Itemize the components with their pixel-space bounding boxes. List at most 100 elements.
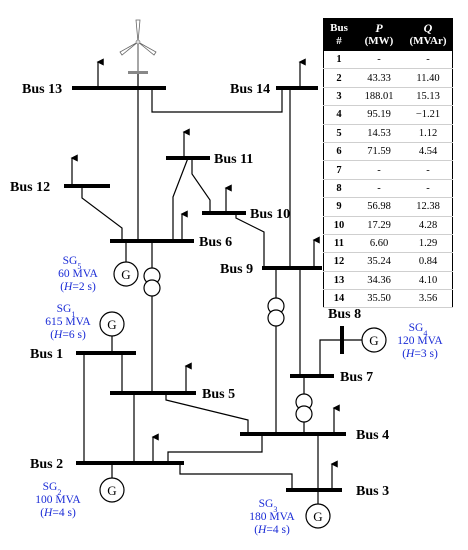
table-cell-bus: 8 <box>323 179 354 199</box>
table-cell-p: 95.19 <box>354 105 404 125</box>
table-cell-bus: 2 <box>323 68 354 88</box>
bus-6-label: Bus 6 <box>199 235 232 250</box>
table-cell-q: 1.12 <box>404 124 453 143</box>
load-arrows <box>70 58 340 490</box>
header-q: Q(MVAr) <box>404 18 453 51</box>
sg4-label: SG4 120 MVA (H=3 s) <box>397 322 443 360</box>
sg2-label: SG2 100 MVA (H=4 s) <box>35 481 81 519</box>
bus-14-label: Bus 14 <box>230 82 270 97</box>
svg-text:100 MVA: 100 MVA <box>35 494 81 506</box>
svg-text:SG4: SG4 <box>409 322 428 338</box>
table-cell-p: 71.59 <box>354 142 404 162</box>
svg-text:SG2: SG2 <box>43 481 62 497</box>
table-cell-bus: 13 <box>323 271 354 291</box>
svg-text:60 MVA: 60 MVA <box>58 268 98 280</box>
table-cell-p: - <box>354 51 404 70</box>
bus-1-label: Bus 1 <box>30 347 63 362</box>
svg-text:180 MVA: 180 MVA <box>249 511 295 523</box>
svg-text:G: G <box>107 483 116 498</box>
table-cell-bus: 7 <box>323 160 354 180</box>
transformer-bus7-bus4 <box>295 393 313 423</box>
bus-13-label: Bus 13 <box>22 82 62 97</box>
table-cell-p: 56.98 <box>354 197 404 217</box>
table-cell-q: 4.10 <box>404 271 453 291</box>
table-cell-bus: 4 <box>323 105 354 125</box>
table-cell-bus: 10 <box>323 216 354 235</box>
bus-10-label: Bus 10 <box>250 207 290 222</box>
table-cell-bus: 12 <box>323 252 354 272</box>
table-header-row: Bus# P(MW) Q(MVAr) <box>323 18 453 51</box>
transmission-lines <box>81 74 341 490</box>
generator-sg1: G <box>99 311 125 353</box>
bus-7-label: Bus 7 <box>340 370 373 385</box>
table-row: 7-- <box>323 160 453 180</box>
bus-12-label: Bus 12 <box>10 180 50 195</box>
table-cell-bus: 1 <box>323 51 354 70</box>
svg-text:120 MVA: 120 MVA <box>397 335 443 347</box>
table-cell-q: 4.54 <box>404 142 453 162</box>
table-cell-p: 35.50 <box>354 289 404 309</box>
svg-text:SG1: SG1 <box>57 303 76 319</box>
svg-text:G: G <box>107 317 116 332</box>
table-cell-q: - <box>404 160 453 180</box>
table-cell-q: 12.38 <box>404 197 453 217</box>
table-cell-p: 35.24 <box>354 252 404 272</box>
header-bus: Bus# <box>323 18 354 51</box>
table-cell-p: - <box>354 179 404 199</box>
svg-text:(H=2 s): (H=2 s) <box>60 281 96 293</box>
svg-text:(H=6 s): (H=6 s) <box>50 329 86 341</box>
transformer-bus6-bus5 <box>143 267 161 297</box>
table-cell-p: 6.60 <box>354 234 404 254</box>
table-cell-p: - <box>354 160 404 180</box>
table-cell-bus: 14 <box>323 289 354 309</box>
table-cell-p: 34.36 <box>354 271 404 291</box>
table-cell-q: - <box>404 51 453 70</box>
svg-text:(H=4 s): (H=4 s) <box>254 524 290 536</box>
svg-text:G: G <box>313 509 322 524</box>
generator-sg4: G <box>344 327 387 353</box>
table-cell-q: 3.56 <box>404 289 453 309</box>
table-cell-q: 4.28 <box>404 216 453 235</box>
table-cell-q: 11.40 <box>404 68 453 88</box>
bus-11-label: Bus 11 <box>214 152 253 167</box>
table-cell-bus: 5 <box>323 124 354 143</box>
table-row: 8-- <box>323 179 453 199</box>
table-cell-bus: 3 <box>323 87 354 107</box>
table-cell-q: - <box>404 179 453 199</box>
svg-text:SG5: SG5 <box>63 255 82 271</box>
bus-3-label: Bus 3 <box>356 484 389 499</box>
table-cell-p: 14.53 <box>354 124 404 143</box>
wind-turbine-icon <box>119 19 157 74</box>
transformer-bus9-bus4 <box>267 297 285 327</box>
bus-9-label: Bus 9 <box>220 262 253 277</box>
table-cell-p: 17.29 <box>354 216 404 235</box>
table-cell-p: 188.01 <box>354 87 404 107</box>
header-p: P(MW) <box>354 18 404 51</box>
bus-5-label: Bus 5 <box>202 387 235 402</box>
svg-text:615 MVA: 615 MVA <box>45 316 91 328</box>
svg-text:SG3: SG3 <box>259 498 278 514</box>
bus-8-label: Bus 8 <box>328 307 361 322</box>
table-cell-q: 0.84 <box>404 252 453 272</box>
bus-2-label: Bus 2 <box>30 457 63 472</box>
sg3-label: SG3 180 MVA (H=4 s) <box>249 498 295 536</box>
table-cell-bus: 6 <box>323 142 354 162</box>
svg-text:(H=4 s): (H=4 s) <box>40 507 76 519</box>
table-cell-q: −1.21 <box>404 105 453 125</box>
table-cell-bus: 11 <box>323 234 354 254</box>
sg5-label: SG5 60 MVA (H=2 s) <box>58 255 98 293</box>
table-cell-bus: 9 <box>323 197 354 217</box>
